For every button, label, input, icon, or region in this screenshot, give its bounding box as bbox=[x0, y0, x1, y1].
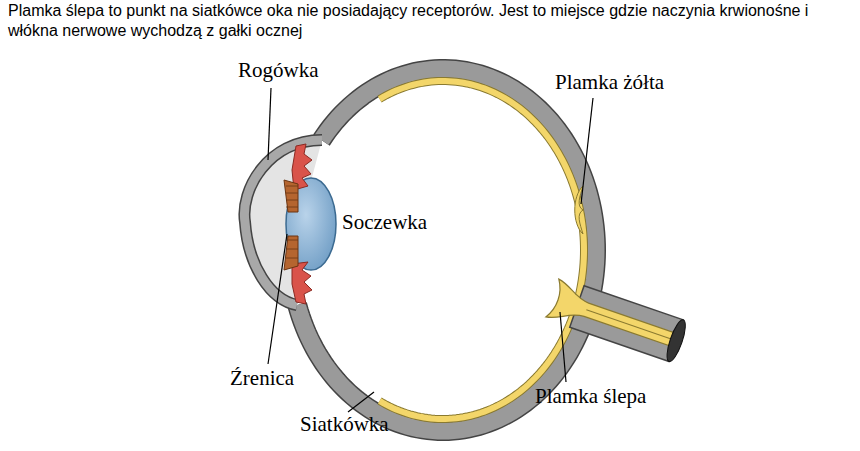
nerve-vessel bbox=[586, 310, 676, 341]
iris-texture bbox=[286, 193, 298, 194]
leader-lines bbox=[268, 88, 593, 412]
nerve-end bbox=[663, 318, 689, 364]
part-label: Źrenica bbox=[228, 366, 296, 390]
part-label: Plamka żółta bbox=[553, 70, 666, 94]
iris-texture bbox=[286, 200, 298, 201]
optic-nerve bbox=[545, 277, 689, 363]
retina-outline bbox=[380, 81, 584, 419]
iris-texture bbox=[286, 240, 298, 241]
leader-line bbox=[560, 312, 566, 382]
part-label: Rogówka bbox=[236, 58, 321, 82]
iris-texture bbox=[286, 207, 298, 208]
retina bbox=[380, 81, 584, 419]
description-text: Plamka ślepa to punkt na siatkówce oka n… bbox=[8, 1, 856, 41]
iris-texture bbox=[286, 249, 298, 250]
eyeball bbox=[244, 69, 689, 431]
ciliary-body bbox=[292, 262, 312, 304]
nerve-sheath bbox=[570, 286, 684, 362]
iris bbox=[284, 180, 298, 212]
part-label: Plamka ślepa bbox=[533, 384, 648, 408]
part-label: Siatkówka bbox=[298, 412, 391, 436]
iris-texture bbox=[286, 258, 298, 259]
sclera bbox=[297, 69, 596, 431]
leader-line bbox=[268, 234, 287, 364]
leader-line bbox=[268, 88, 271, 160]
leader-line bbox=[581, 98, 593, 204]
part-label: Soczewka bbox=[340, 210, 429, 234]
nerve-fibres bbox=[546, 279, 683, 359]
leader-line bbox=[348, 392, 374, 412]
iris-texture bbox=[286, 186, 298, 187]
sclera-outline bbox=[297, 69, 596, 431]
